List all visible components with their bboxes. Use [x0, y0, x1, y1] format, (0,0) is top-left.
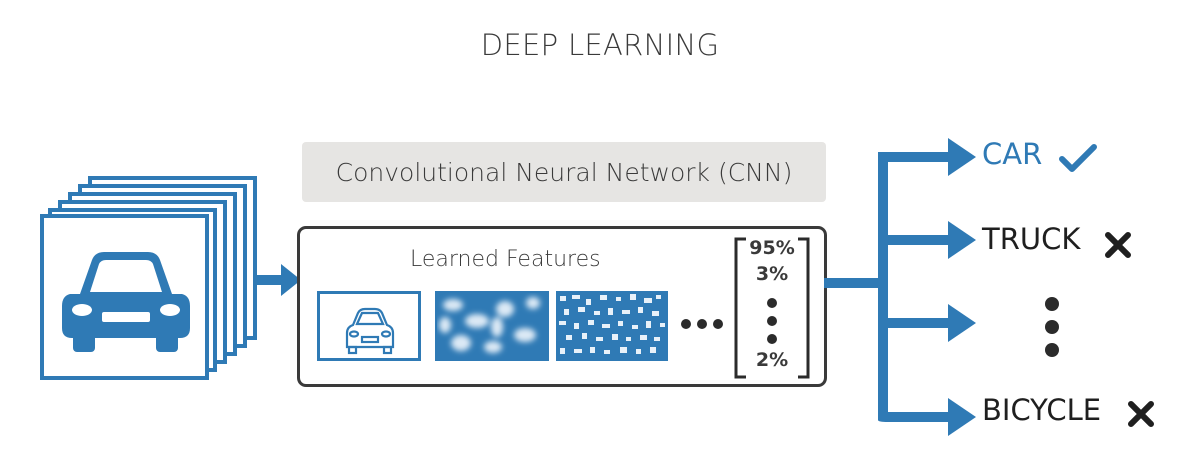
class-label-bicycle: BICYCLE: [982, 393, 1101, 427]
probability-truck: 3%: [755, 263, 789, 285]
output-branch-arrows: [824, 138, 976, 436]
car-icon: [62, 252, 190, 352]
probability-car: 95%: [749, 237, 795, 259]
class-car-text: CAR: [982, 137, 1043, 171]
page-title: DEEP LEARNING: [480, 28, 720, 62]
features-title: Learned Features: [410, 247, 601, 272]
class-bicycle-text: BICYCLE: [982, 393, 1102, 427]
feature-map-pixelated: [556, 291, 668, 361]
class-truck-text: TRUCK: [982, 222, 1081, 256]
more-classes-vertical-ellipsis: [1045, 297, 1059, 357]
more-features-ellipsis: [681, 319, 723, 329]
probability-vertical-ellipsis: [767, 298, 777, 344]
cross-icon: [1105, 232, 1131, 258]
input-arrow: [255, 264, 301, 296]
feature-map-blurry: [435, 291, 549, 361]
probability-vector-brackets: [734, 237, 810, 379]
feature-map-car-outline: [317, 291, 421, 361]
input-image-stack: [40, 176, 257, 380]
class-label-car: CAR: [982, 137, 1042, 171]
learned-features-box: Learned Features: [297, 226, 827, 387]
check-icon: [1059, 144, 1097, 172]
class-label-truck: TRUCK: [982, 222, 1080, 256]
cross-icon: [1128, 401, 1154, 427]
cnn-label: Convolutional Neural Network (CNN): [302, 142, 826, 202]
probability-bicycle: 2%: [755, 349, 789, 371]
